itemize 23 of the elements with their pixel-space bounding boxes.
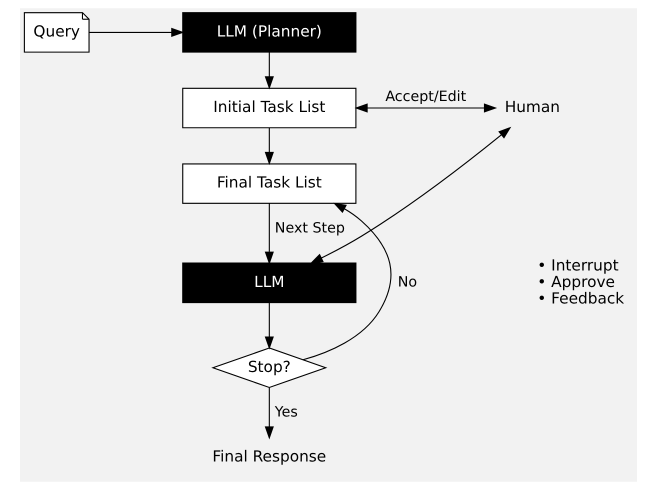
arrow — [354, 103, 497, 113]
arrow — [302, 202, 391, 360]
node-box: Initial Task List — [182, 88, 356, 128]
edge-label: Next Step — [274, 220, 344, 236]
arrow — [264, 128, 274, 166]
edge-label: Yes — [274, 404, 298, 420]
node-box: Final Task List — [182, 163, 356, 204]
arrow — [264, 203, 274, 265]
arrow — [264, 388, 274, 440]
arrow — [264, 52, 274, 90]
label: • Feedback — [536, 289, 624, 308]
node-diamond: Stop? — [210, 347, 327, 388]
arrow — [309, 126, 511, 264]
edge-label: No — [397, 274, 417, 291]
arrow — [88, 28, 184, 37]
label: • Interrupt — [536, 256, 618, 274]
node-box: LLM (Planner) — [182, 12, 356, 53]
node-text: Final Response — [212, 448, 326, 466]
node-box: LLM — [182, 262, 356, 304]
arrow — [264, 302, 274, 350]
node-text: Human — [504, 98, 560, 116]
label: • Approve — [536, 272, 614, 291]
edge-label: Accept/Edit — [384, 88, 466, 105]
